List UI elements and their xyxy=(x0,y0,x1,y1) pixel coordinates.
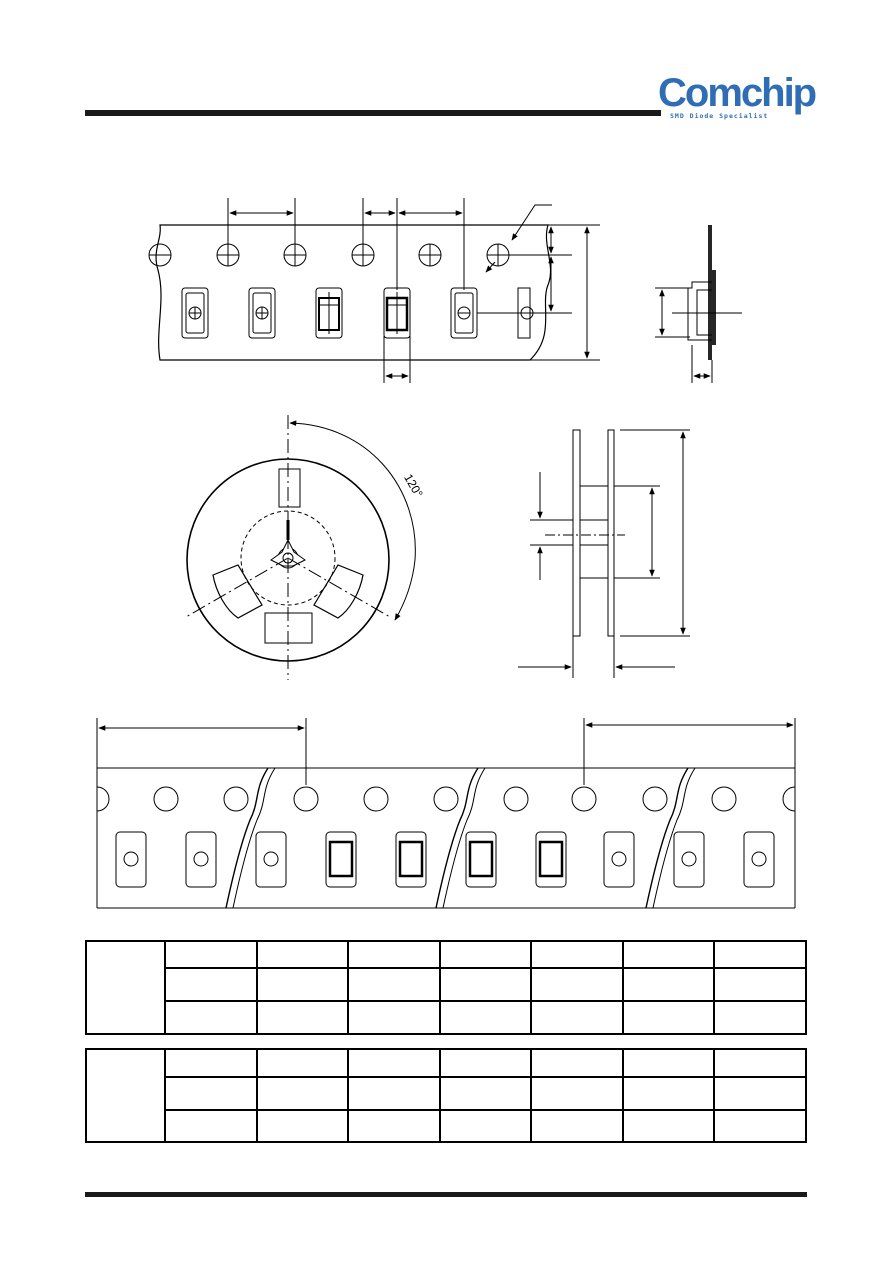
table-cell xyxy=(713,1048,807,1078)
reel-front-view xyxy=(185,415,416,680)
table-cell xyxy=(530,940,624,969)
table-cell xyxy=(347,1048,441,1078)
logo-tagline: SMD Diode Specialist xyxy=(670,112,769,120)
footer-rule xyxy=(85,1192,807,1197)
table-cell xyxy=(164,940,258,969)
table-cell xyxy=(438,1109,533,1143)
leader-trailer-tape xyxy=(96,718,796,909)
spec-table-1 xyxy=(85,940,807,1035)
table-cell xyxy=(164,1109,258,1143)
table-cell xyxy=(347,1000,441,1035)
table-cell xyxy=(438,940,533,969)
reel-angle-label: 120° xyxy=(401,471,426,500)
header-rule xyxy=(85,110,661,116)
table-cell xyxy=(621,1000,716,1035)
table-cell xyxy=(530,1109,624,1143)
sprocket-holes xyxy=(148,243,510,267)
table-cell xyxy=(255,1000,350,1035)
table-cell xyxy=(164,1000,258,1035)
carrier-tape-top-view xyxy=(148,198,600,383)
comchip-logo: Comchip SMD Diode Specialist xyxy=(658,70,817,122)
tape-cross-section xyxy=(655,225,742,383)
table-cell xyxy=(164,967,258,1002)
table-cell xyxy=(438,1048,533,1078)
table-cell xyxy=(530,1076,624,1111)
table-cell xyxy=(713,1109,807,1143)
table-cell xyxy=(621,967,716,1002)
component-pockets xyxy=(181,287,534,339)
table-cell xyxy=(255,940,350,969)
table-cell xyxy=(713,1076,807,1111)
table-cell xyxy=(347,1076,441,1111)
table-cell xyxy=(621,1109,716,1143)
table-cell xyxy=(347,1109,441,1143)
spec-table-2 xyxy=(85,1048,807,1143)
table-cell xyxy=(255,967,350,1002)
logo-wordmark: Comchip xyxy=(658,71,817,115)
table-cell xyxy=(621,940,716,969)
table-cell xyxy=(530,967,624,1002)
table-cell xyxy=(85,1048,166,1143)
reel-side-view xyxy=(518,429,690,678)
table-cell xyxy=(438,1000,533,1035)
table-cell xyxy=(713,1000,807,1035)
table-cell xyxy=(713,967,807,1002)
table-cell xyxy=(347,940,441,969)
table-cell xyxy=(255,1109,350,1143)
table-cell xyxy=(164,1048,258,1078)
table-cell xyxy=(255,1048,350,1078)
table-cell xyxy=(85,940,166,1035)
table-cell xyxy=(713,940,807,969)
table-cell xyxy=(621,1048,716,1078)
table-cell xyxy=(255,1076,350,1111)
tape-dimension-lines xyxy=(227,198,600,383)
table-cell xyxy=(347,967,441,1002)
table-cell xyxy=(164,1076,258,1111)
table-cell xyxy=(438,967,533,1002)
table-cell xyxy=(530,1048,624,1078)
table-cell xyxy=(530,1000,624,1035)
table-cell xyxy=(621,1076,716,1111)
table-cell xyxy=(438,1076,533,1111)
